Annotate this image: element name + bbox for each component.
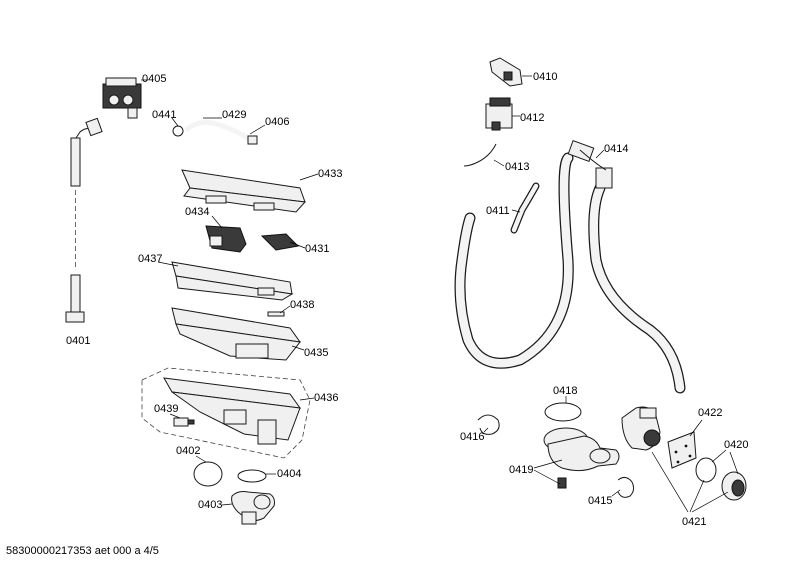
leader-0414: [595, 149, 605, 159]
leader-0422: [689, 419, 703, 437]
leader-0402: [195, 455, 207, 463]
label-0404: 0404: [277, 468, 301, 480]
label-0416: 0416: [460, 431, 484, 443]
part-0412: [485, 97, 513, 131]
filter-0420-part: [695, 457, 747, 501]
drain-pump-0421-part: [621, 406, 661, 451]
label-0439: 0439: [154, 403, 178, 415]
label-0435: 0435: [304, 347, 328, 359]
label-0405: 0405: [142, 73, 166, 85]
leader-0437: [157, 261, 179, 267]
inlet-pipe-part: [65, 117, 103, 323]
leader-0415: [611, 489, 621, 497]
label-0413: 0413: [505, 161, 529, 173]
label-0411: 0411: [486, 205, 510, 217]
leader-0411: [511, 209, 521, 213]
leader-0413: [493, 159, 505, 167]
water-valve-part: [102, 77, 142, 119]
leader-0433: [299, 173, 319, 181]
bellows-0403-part: [231, 491, 275, 525]
leader-0436: [299, 397, 315, 401]
leader-0403: [221, 503, 233, 506]
part-0438: [267, 311, 285, 317]
part-0431: [260, 233, 300, 251]
label-0434: 0434: [185, 206, 209, 218]
detergent-drawer-part: [171, 307, 302, 361]
part-0439: [173, 417, 195, 427]
label-0406: 0406: [265, 116, 289, 128]
label-0402: 0402: [176, 445, 200, 457]
leader-0434: [211, 215, 223, 229]
leader-0438: [279, 305, 291, 314]
dispenser-top-tray-part: [181, 169, 307, 213]
clamp-0418-part: [544, 402, 582, 422]
label-0403: 0403: [198, 499, 222, 511]
label-0437: 0437: [138, 253, 162, 265]
label-0438: 0438: [290, 299, 314, 311]
plate-0422-part: [667, 431, 697, 469]
label-0414: 0414: [604, 143, 628, 155]
leader-0406: [249, 124, 266, 135]
label-0401: 0401: [66, 335, 90, 347]
label-0421: 0421: [682, 516, 706, 528]
label-0415: 0415: [588, 495, 612, 507]
clamp-0404-part: [237, 469, 267, 483]
leader-0441: [171, 117, 179, 127]
leader-0435: [291, 345, 305, 351]
label-0419: 0419: [509, 464, 533, 476]
dispenser-middle-tray-part: [171, 261, 294, 301]
leader-0420a: [711, 449, 727, 463]
leader-0421b: [689, 479, 705, 513]
part-0411: [510, 182, 540, 234]
part-0410: [489, 57, 523, 87]
leader-0431: [289, 241, 306, 249]
label-0418: 0418: [553, 385, 577, 397]
drain-hose-0414-part: [454, 140, 686, 394]
label-0431: 0431: [305, 243, 329, 255]
label-0422: 0422: [698, 407, 722, 419]
clamp-0402-part: [193, 461, 223, 487]
sump-0419-part: [543, 427, 620, 489]
part-0413: [463, 143, 497, 167]
label-0420: 0420: [724, 439, 748, 451]
leader-0420b: [729, 451, 739, 475]
leader-0439: [169, 413, 181, 419]
label-0429: 0429: [222, 109, 246, 121]
part-0434: [205, 225, 247, 253]
label-0412: 0412: [520, 112, 544, 124]
leader-0419a: [533, 459, 563, 469]
diagram-footer-code: 58300000217353 aet 000 a 4/5: [6, 545, 159, 557]
label-0433: 0433: [318, 168, 342, 180]
leader-0421c: [691, 491, 729, 513]
leader-0416: [483, 427, 489, 433]
label-0410: 0410: [533, 71, 557, 83]
leader-0419b: [533, 469, 561, 485]
label-0441: 0441: [152, 109, 176, 121]
hose-0429-part: [172, 119, 258, 145]
leader-0421a: [651, 451, 689, 513]
label-0436: 0436: [314, 392, 338, 404]
clip-0416-part: [477, 414, 500, 435]
dispenser-housing-part: [141, 367, 311, 459]
clip-0415-part: [617, 476, 635, 498]
